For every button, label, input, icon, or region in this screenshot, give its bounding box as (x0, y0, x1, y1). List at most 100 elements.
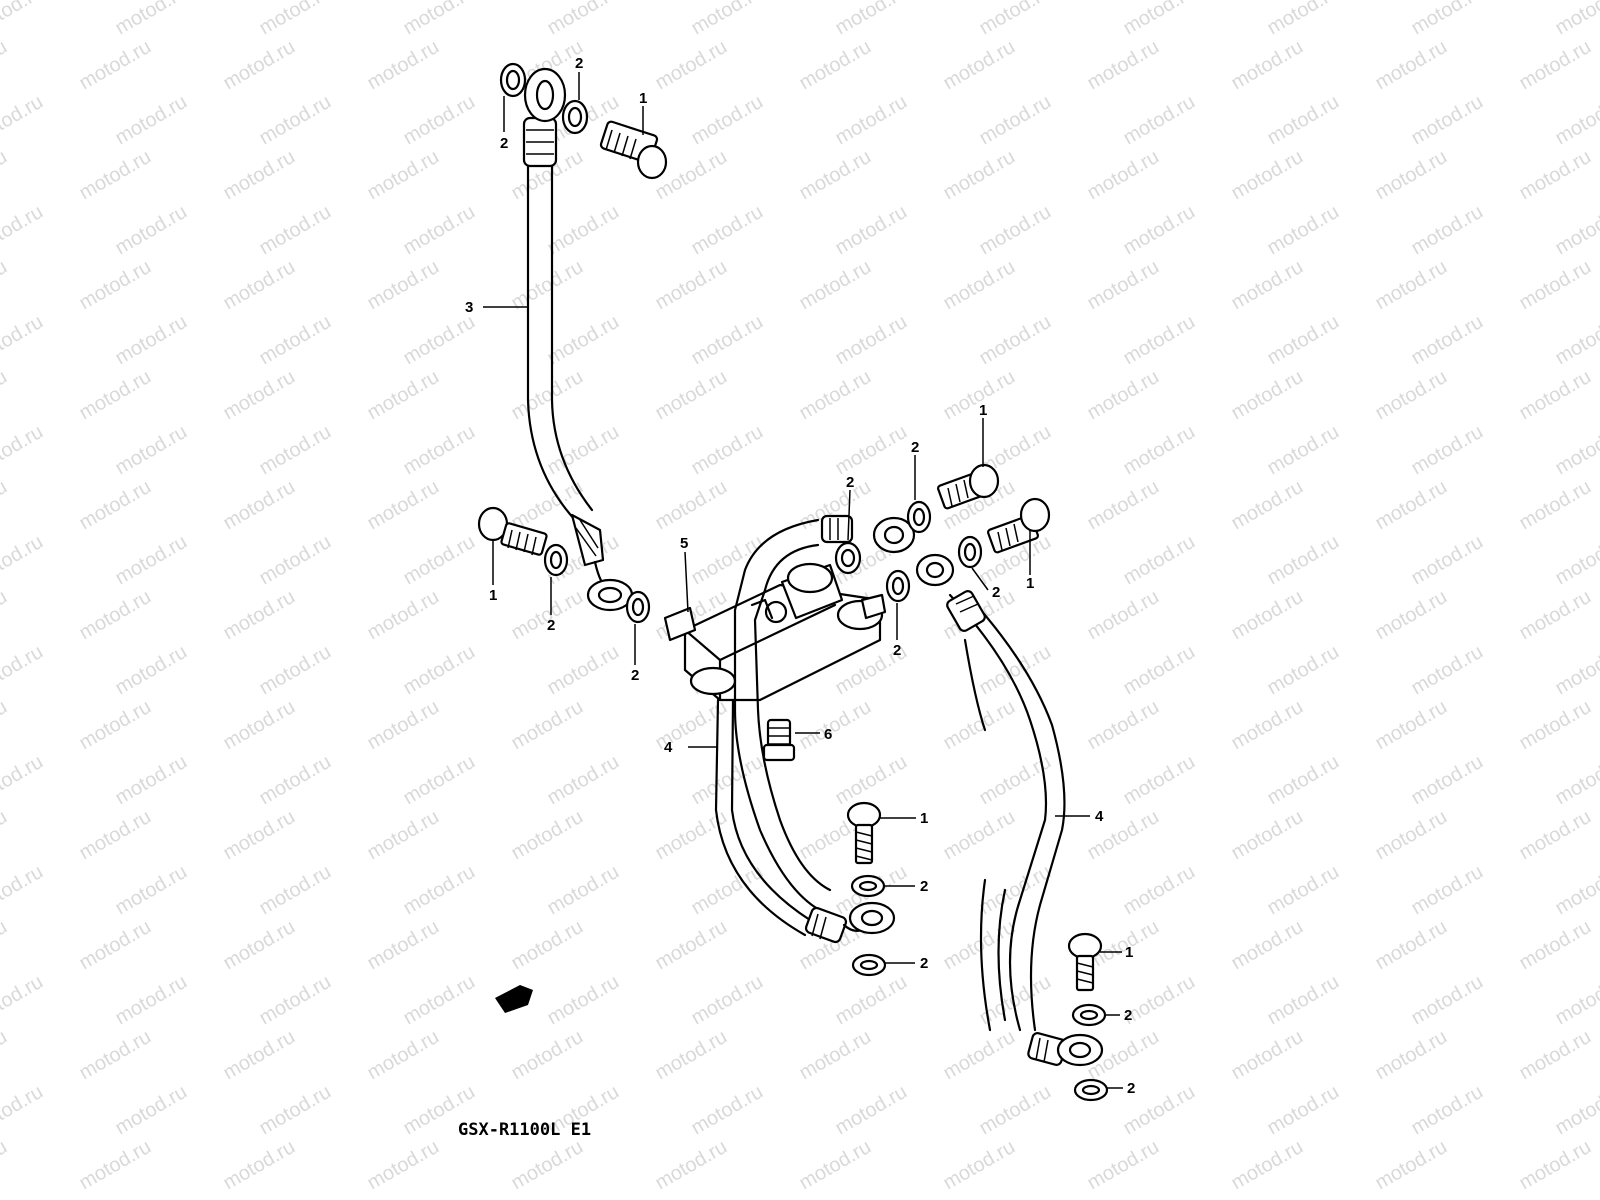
banjo-bolt (937, 463, 1000, 510)
watermark-text: motod.ru (1264, 91, 1343, 150)
watermark-text: motod.ru (1228, 806, 1307, 865)
callout-1: 1 (639, 90, 647, 107)
callout-labels: 1 2 2 3 1 2 2 5 2 2 2 1 2 1 6 4 4 1 2 2 … (465, 55, 1135, 1097)
banjo-bolt (987, 497, 1051, 554)
watermark-text: motod.ru (76, 36, 155, 95)
watermark-text: motod.ru (256, 311, 335, 370)
watermark-text: motod.ru (1408, 971, 1487, 1030)
watermark-text: motod.ru (508, 256, 587, 315)
watermark-text: motod.ru (364, 586, 443, 645)
watermark-text: motod.ru (544, 861, 623, 920)
watermark-text: motod.ru (364, 696, 443, 755)
watermark-text: motod.ru (796, 696, 875, 755)
sealing-washer (625, 590, 651, 624)
watermark-text: motod.ru (112, 641, 191, 700)
watermark-text: motod.ru (0, 36, 11, 95)
sealing-washer (850, 874, 886, 898)
callout-2: 2 (575, 55, 583, 72)
watermark-text: motod.ru (1264, 201, 1343, 260)
watermark-text: motod.ru (0, 861, 47, 920)
watermark-text: motod.ru (1228, 586, 1307, 645)
watermark-text: motod.ru (832, 751, 911, 810)
watermark-text: motod.ru (76, 806, 155, 865)
watermark-text: motod.ru (1516, 476, 1595, 535)
watermark-text: motod.ru (940, 146, 1019, 205)
sealing-washer (543, 543, 569, 577)
watermark-text: motod.ru (220, 696, 299, 755)
watermark-text: motod.ru (1084, 36, 1163, 95)
watermark-text: motod.ru (1264, 1081, 1343, 1140)
watermark-text: motod.ru (76, 586, 155, 645)
watermark-text: motod.ru (1120, 311, 1199, 370)
watermark-text: motod.ru (256, 641, 335, 700)
watermark-text: motod.ru (112, 971, 191, 1030)
watermark-text: motod.ru (400, 311, 479, 370)
watermark-text: motod.ru (0, 916, 11, 975)
watermark-text: motod.ru (1228, 476, 1307, 535)
oil-hose-4-right (946, 590, 1104, 1067)
watermark-text: motod.ru (832, 91, 911, 150)
watermark-text: motod.ru (220, 916, 299, 975)
watermark-text: motod.ru (1516, 806, 1595, 865)
watermark-text: motod.ru (1408, 861, 1487, 920)
watermark-text: motod.ru (1084, 256, 1163, 315)
watermark-text: motod.ru (1264, 861, 1343, 920)
watermark-text: motod.ru (508, 1136, 587, 1195)
watermark-text: motod.ru (256, 421, 335, 480)
banjo-bolt (477, 506, 548, 556)
watermark-text: motod.ru (1120, 641, 1199, 700)
sealing-washer (834, 541, 862, 575)
watermark-text: motod.ru (0, 971, 47, 1030)
watermark-text: motod.ru (652, 1136, 731, 1195)
watermark-text: motod.ru (1372, 146, 1451, 205)
watermark-text: motod.ru (400, 531, 479, 590)
watermark-text: motod.ru (112, 311, 191, 370)
watermark-text: motod.ru (1372, 916, 1451, 975)
watermark-text: motod.ru (688, 311, 767, 370)
model-code-label: GSX-R1100L E1 (458, 1120, 591, 1140)
watermark-text: motod.ru (1552, 311, 1600, 370)
watermark-text: motod.ru (0, 311, 47, 370)
watermark-text: motod.ru (256, 531, 335, 590)
watermark-text: motod.ru (0, 1026, 11, 1085)
watermark-text: motod.ru (220, 476, 299, 535)
watermark-text: motod.ru (508, 916, 587, 975)
sealing-washer (561, 99, 589, 135)
sealing-washer (906, 500, 932, 534)
watermark-text: motod.ru (832, 201, 911, 260)
watermark-text: motod.ru (364, 366, 443, 425)
sealing-washer (499, 62, 527, 98)
callout-2: 2 (893, 642, 901, 659)
watermark-text: motod.ru (256, 751, 335, 810)
watermark-text: motod.ru (688, 421, 767, 480)
watermark-text: motod.ru (0, 1136, 11, 1195)
callout-2: 2 (500, 135, 508, 152)
watermark-text: motod.ru (1084, 146, 1163, 205)
watermark-text: motod.ru (1120, 531, 1199, 590)
watermark-text: motod.ru (364, 1026, 443, 1085)
watermark-text: motod.ru (940, 806, 1019, 865)
watermark-text: motod.ru (976, 91, 1055, 150)
watermark-text: motod.ru (832, 421, 911, 480)
watermark-text: motod.ru (940, 256, 1019, 315)
watermark-text: motod.ru (652, 36, 731, 95)
watermark-text: motod.ru (1264, 971, 1343, 1030)
watermark-text: motod.ru (400, 861, 479, 920)
watermark-text: motod.ru (400, 91, 479, 150)
watermark-text: motod.ru (220, 1136, 299, 1195)
watermark-text: motod.ru (1264, 0, 1343, 39)
watermark-text: motod.ru (112, 201, 191, 260)
watermark-text: motod.ru (1552, 91, 1600, 150)
watermark-text: motod.ru (1228, 916, 1307, 975)
watermark-text: motod.ru (544, 641, 623, 700)
watermark-text: motod.ru (1516, 1136, 1595, 1195)
watermark-text: motod.ru (0, 366, 11, 425)
watermark-text: motod.ru (1516, 1026, 1595, 1085)
watermark-text: motod.ru (1120, 0, 1199, 39)
watermark-text: motod.ru (1372, 1026, 1451, 1085)
watermark-text: motod.ru (1516, 256, 1595, 315)
watermark-text: motod.ru (796, 36, 875, 95)
watermark-text: motod.ru (364, 916, 443, 975)
watermark-text: motod.ru (796, 256, 875, 315)
watermark-text: motod.ru (364, 806, 443, 865)
